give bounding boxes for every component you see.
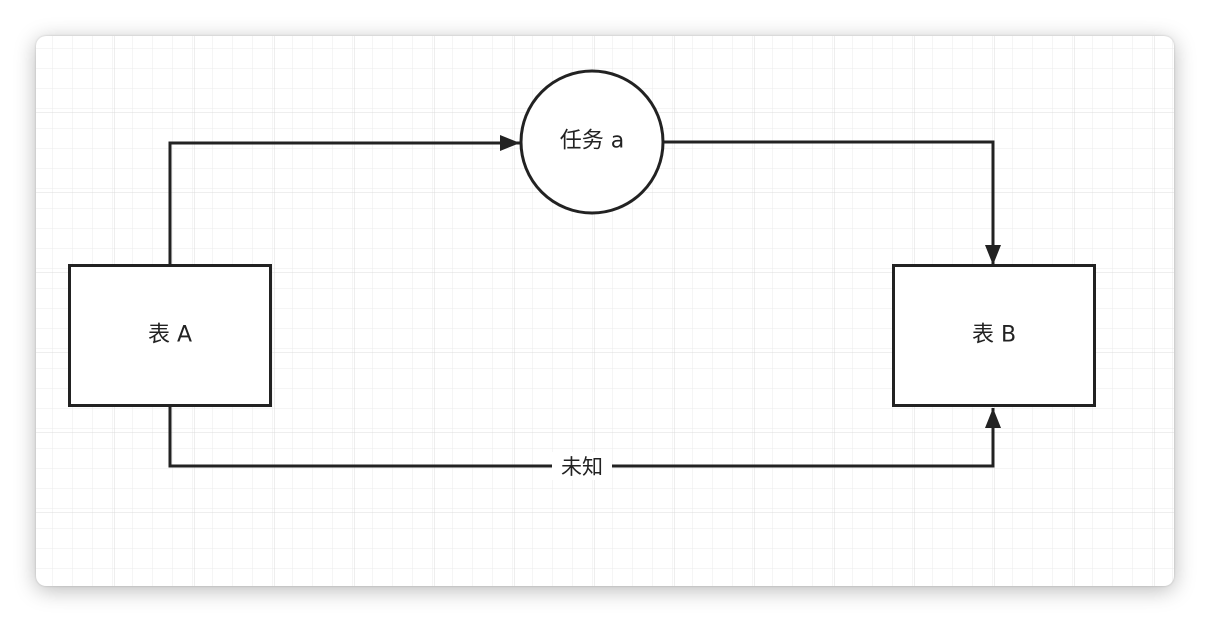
node-table-a-label: 表 A (148, 323, 192, 348)
diagram-window: 未知 表 A 任务 a 表 B (36, 36, 1174, 586)
arrowhead-into-task-a (500, 135, 520, 151)
node-task-a-label: 任务 a (560, 129, 624, 154)
edge-label-unknown: 未知 (561, 455, 603, 479)
edge-table-a-to-task-a[interactable] (168, 141, 520, 265)
node-task-a[interactable]: 任务 a (519, 69, 665, 215)
node-table-b-box[interactable] (892, 264, 1096, 407)
arrowhead-into-table-b-top (985, 245, 1001, 265)
node-table-a-box[interactable] (68, 264, 272, 407)
arrowhead-into-table-b-bottom (985, 408, 1001, 428)
edge-label-background (552, 452, 612, 480)
edge-task-a-to-table-b[interactable] (664, 140, 995, 265)
node-task-a-circle[interactable] (519, 69, 665, 215)
diagram-canvas: 未知 表 A 任务 a 表 B (36, 36, 1174, 586)
node-table-b[interactable]: 表 B (892, 264, 1096, 407)
node-table-b-label: 表 B (972, 323, 1016, 348)
node-table-a[interactable]: 表 A (68, 264, 272, 407)
